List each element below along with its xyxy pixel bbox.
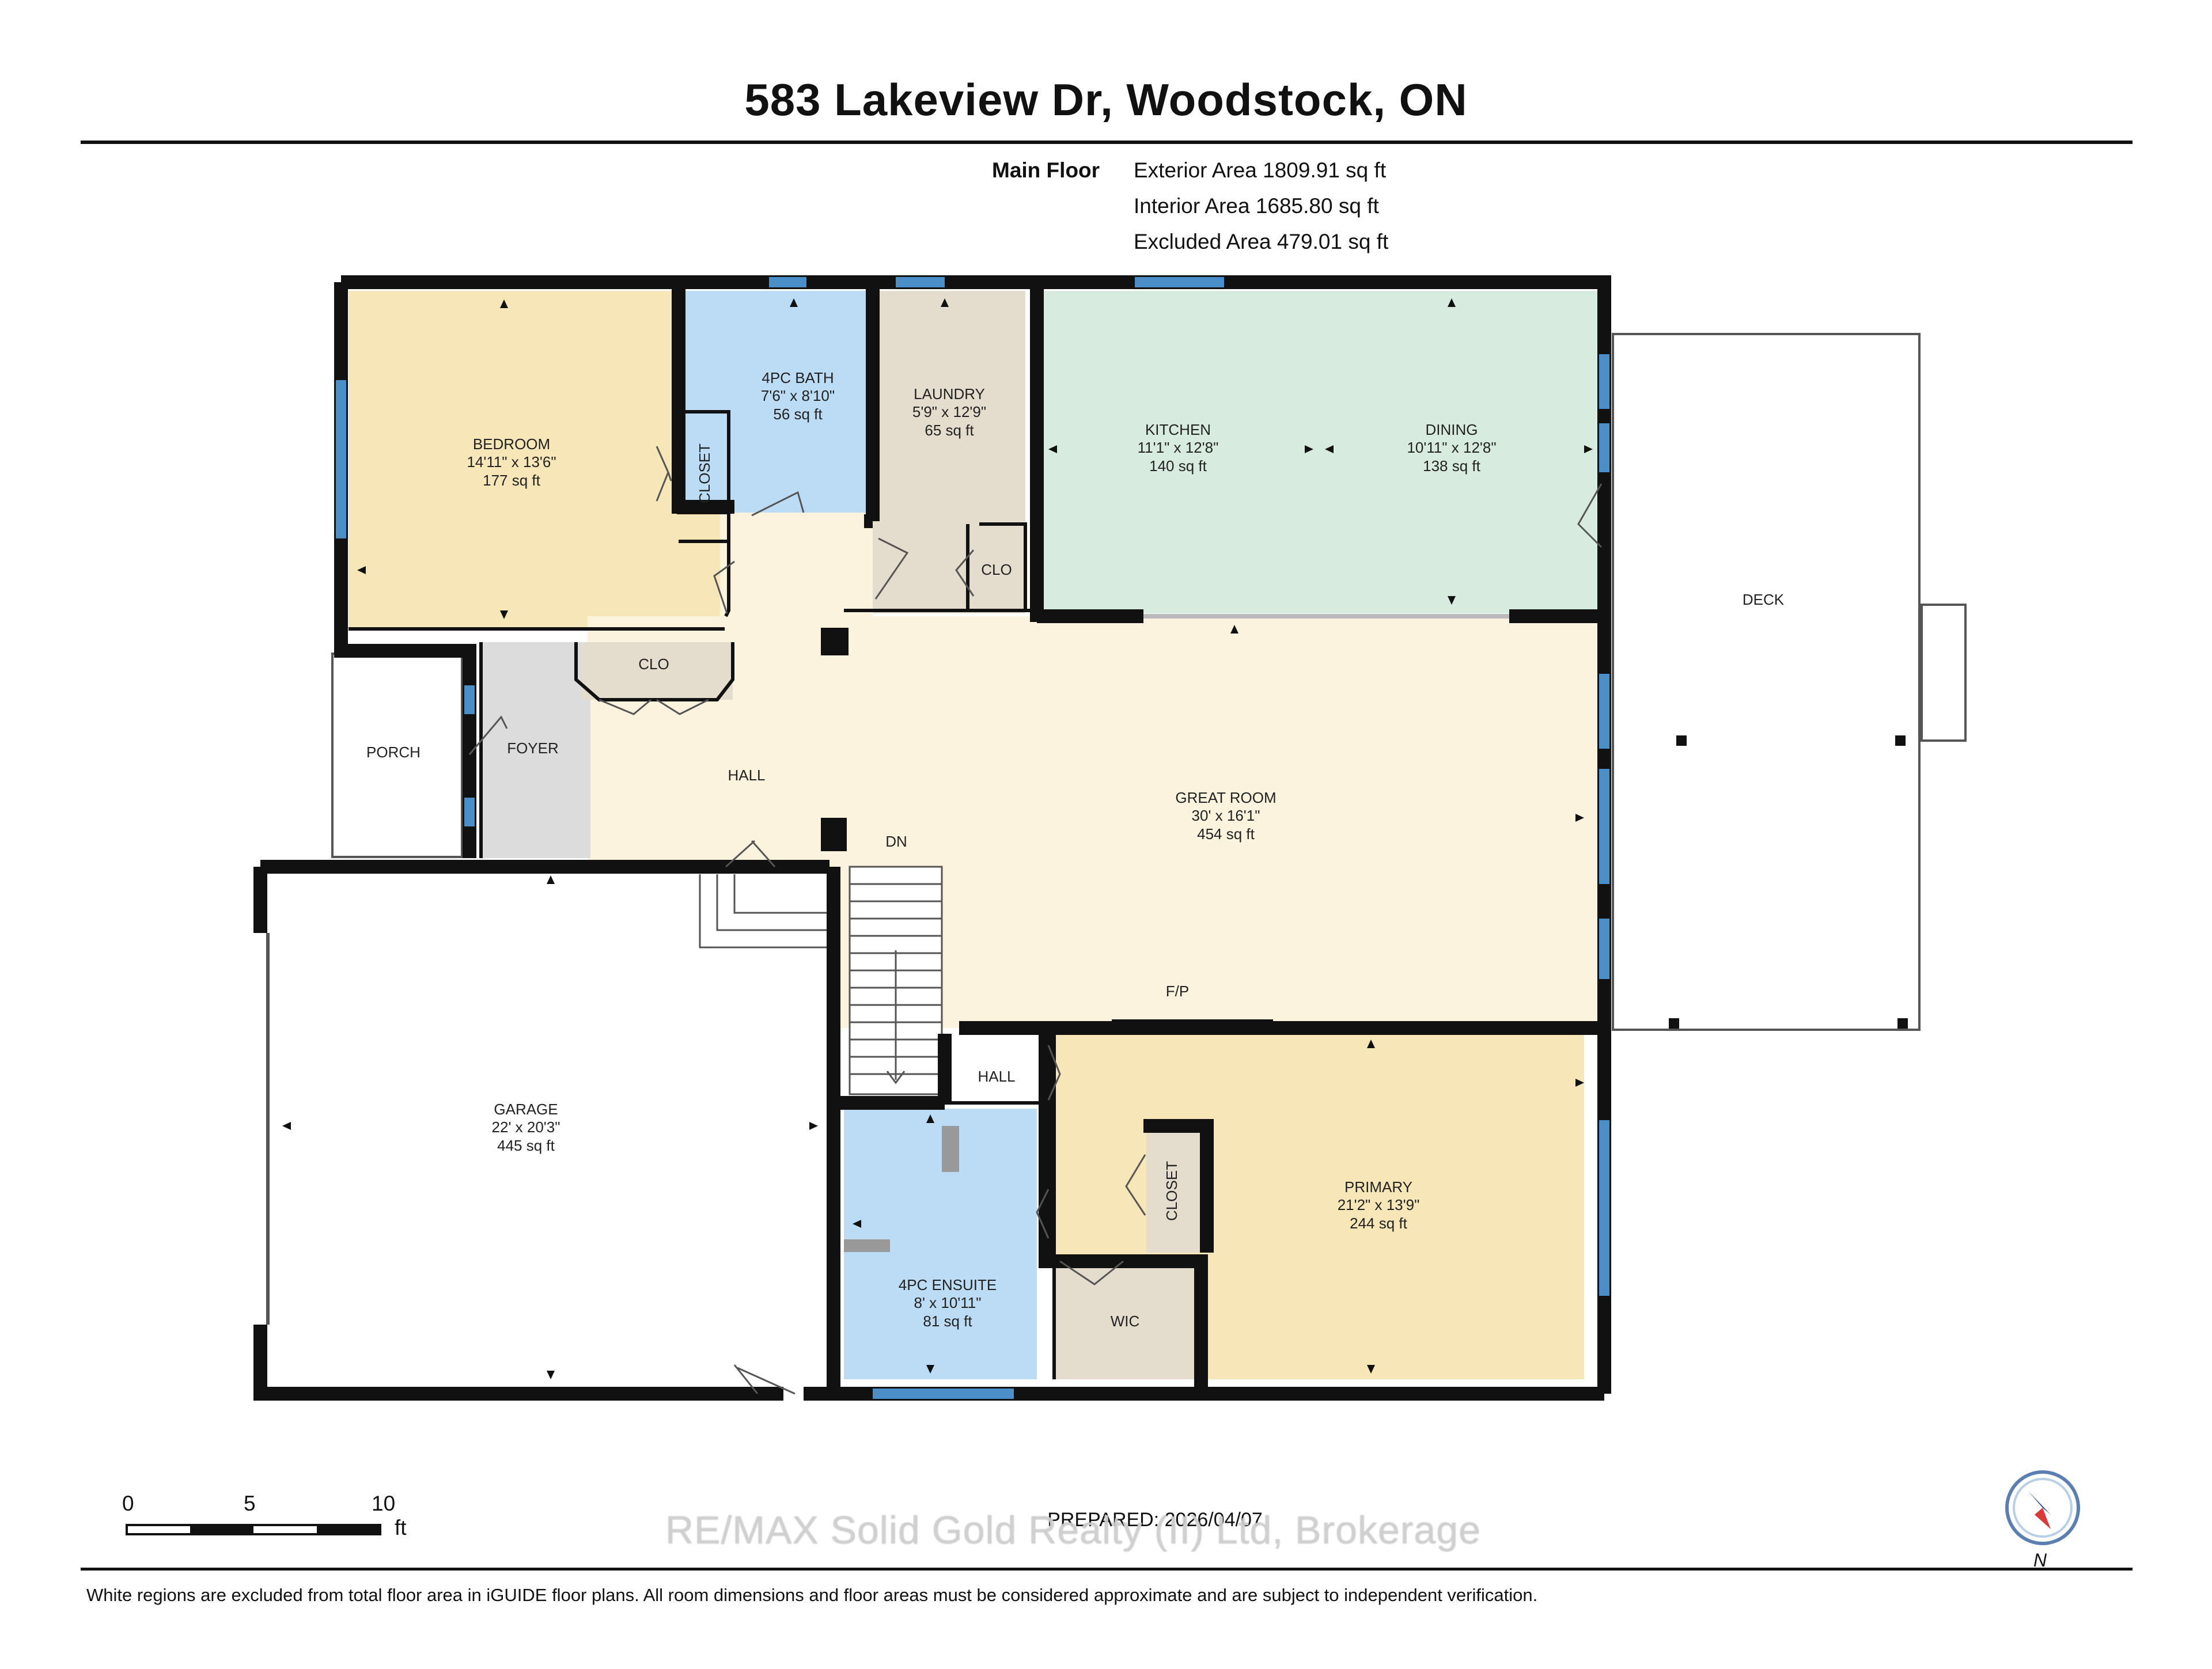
kitchen-fill xyxy=(1037,291,1599,613)
primary-name: PRIMARY xyxy=(1344,1178,1412,1196)
laundry-area: 65 sq ft xyxy=(925,422,974,439)
garage-steps xyxy=(699,874,827,949)
garage-name: GARAGE xyxy=(494,1101,558,1118)
closet-bed-label: CLOSET xyxy=(696,443,713,503)
interior-area: Interior Area 1685.80 sq ft xyxy=(1134,194,1379,218)
ensuite-dims: 8' x 10'11" xyxy=(914,1294,982,1311)
closet-primary-label: CLOSET xyxy=(1163,1161,1180,1221)
fireplace-label: F/P xyxy=(1166,983,1189,1000)
bath-name: 4PC BATH xyxy=(762,369,834,386)
primary-area: 244 sq ft xyxy=(1350,1215,1408,1232)
thin-walls xyxy=(266,291,1056,1379)
column xyxy=(821,628,849,655)
closet-primary-fill xyxy=(1146,1129,1201,1253)
excluded-area: Excluded Area 479.01 sq ft xyxy=(1134,230,1389,253)
great-room-name: GREAT ROOM xyxy=(1175,789,1276,806)
primary-dims: 21'2" x 13'9" xyxy=(1338,1196,1420,1213)
laundry-fill xyxy=(873,291,1025,613)
ensuite-fixture-2 xyxy=(942,1126,959,1172)
scale-tick-5: 5 xyxy=(244,1492,256,1515)
stairs xyxy=(849,866,943,1095)
porch-label: PORCH xyxy=(366,744,421,761)
hall-label: HALL xyxy=(728,767,765,784)
ensuite-name: 4PC ENSUITE xyxy=(899,1276,997,1294)
scale-tick-10: 10 xyxy=(372,1492,396,1515)
bedroom-dims: 14'11" x 13'6" xyxy=(467,453,556,471)
foyer-fill xyxy=(481,642,590,858)
dimension-markers xyxy=(282,298,1593,1379)
laundry-name: LAUNDRY xyxy=(914,385,985,403)
stairs-dn-label: DN xyxy=(885,833,907,850)
bedroom-fill xyxy=(349,291,730,629)
dining-dims: 10'11" x 12'8" xyxy=(1407,439,1496,456)
porch-area xyxy=(331,653,463,858)
laundry-dims: 5'9" x 12'9" xyxy=(912,403,986,420)
foyer-label: FOYER xyxy=(507,739,559,757)
great-room-area: 454 sq ft xyxy=(1197,825,1255,843)
hall-small-fill xyxy=(950,1034,1043,1109)
windows xyxy=(336,277,1609,1399)
title-rule xyxy=(81,141,2133,144)
plan-title: 583 Lakeview Dr, Woodstock, ON xyxy=(744,74,1468,125)
compass-n-label: N xyxy=(2033,1550,2047,1571)
room-labels: BEDROOM 14'11" x 13'6" 177 sq ft 4PC BAT… xyxy=(366,369,1785,1330)
wic-label: WIC xyxy=(1111,1313,1140,1330)
garage-dims: 22' x 20'3" xyxy=(492,1118,560,1136)
bath-dims: 7'6" x 8'10" xyxy=(761,387,835,404)
dining-area: 138 sq ft xyxy=(1423,457,1481,475)
great-room-dims: 30' x 16'1" xyxy=(1192,807,1260,824)
scale-unit: ft xyxy=(395,1516,407,1539)
clo-laundry-label: CLO xyxy=(981,561,1012,578)
wic-fill xyxy=(1054,1258,1201,1379)
doors xyxy=(468,446,1603,1395)
kitchen-area: 140 sq ft xyxy=(1149,457,1207,475)
deck-area xyxy=(1612,333,1967,1031)
footer-rule xyxy=(81,1568,2133,1571)
hall-fill xyxy=(720,513,873,628)
floor-info: Main Floor xyxy=(992,153,1100,188)
kitchen-name: KITCHEN xyxy=(1145,421,1211,438)
ensuite-area: 81 sq ft xyxy=(923,1313,972,1330)
disclaimer-footer: White regions are excluded from total fl… xyxy=(86,1585,1538,1605)
brokerage-watermark: RE/MAX Solid Gold Realty (II) Ltd, Broke… xyxy=(665,1508,1481,1552)
floor-areas: Exterior Area 1809.91 sq ft Interior Are… xyxy=(1134,153,1388,260)
scale-bar xyxy=(126,1524,381,1535)
clo-hall-fill xyxy=(582,642,733,700)
dining-name: DINING xyxy=(1426,421,1478,438)
fireplace xyxy=(1112,1019,1273,1030)
garage-fill xyxy=(265,873,827,1388)
bath-area: 56 sq ft xyxy=(773,405,823,423)
bedroom-area: 177 sq ft xyxy=(483,472,541,489)
bedroom-name: BEDROOM xyxy=(473,435,550,453)
column-2 xyxy=(821,818,847,851)
garage-area: 445 sq ft xyxy=(497,1137,555,1154)
ensuite-fixture xyxy=(844,1239,890,1252)
clo-hall-label: CLO xyxy=(638,655,669,673)
exterior-area: Exterior Area 1809.91 sq ft xyxy=(1134,158,1387,182)
deck-label: DECK xyxy=(1743,591,1785,608)
hall-small-label: HALL xyxy=(978,1068,1015,1085)
prepared-date: PREPARED: 2026/04/07 xyxy=(1047,1509,1263,1531)
bath-fill xyxy=(679,291,867,513)
floor-name: Main Floor xyxy=(992,158,1100,182)
kitchen-dims: 11'1" x 12'8" xyxy=(1138,439,1219,456)
scale-tick-0: 0 xyxy=(122,1492,134,1515)
compass-icon: N xyxy=(2005,1470,2080,1571)
